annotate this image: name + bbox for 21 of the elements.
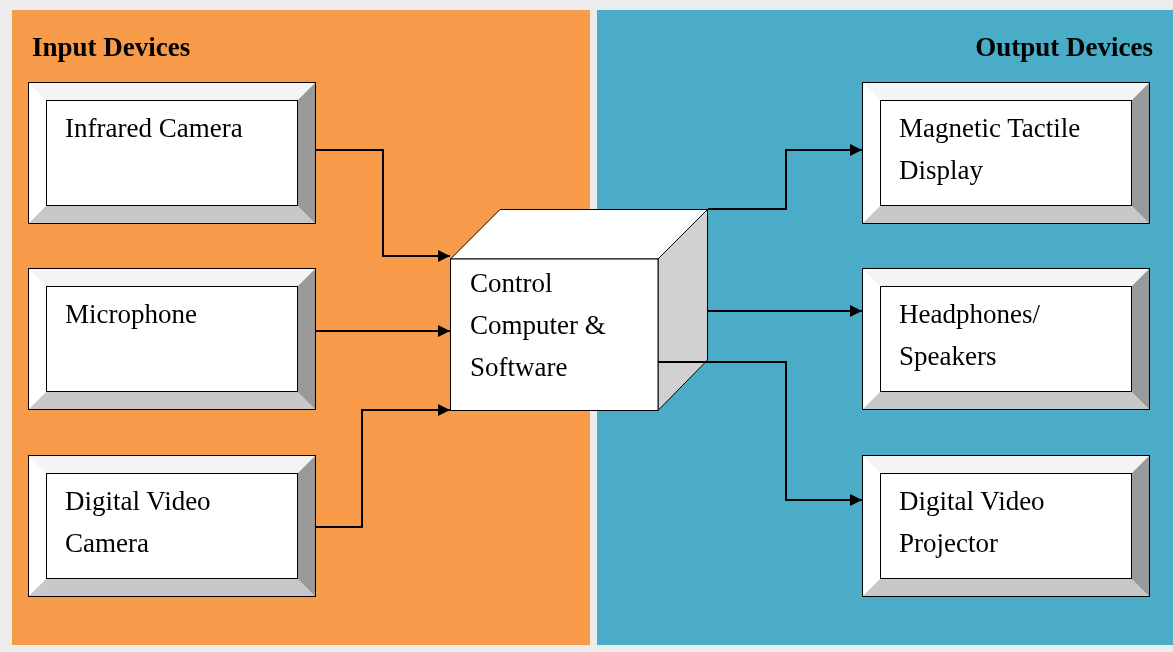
beveled-box [862, 82, 1150, 224]
arrow [315, 404, 451, 528]
arrow [707, 305, 863, 317]
arrow [315, 149, 451, 262]
box-label: Microphone [65, 298, 198, 331]
arrow [315, 325, 451, 337]
panel-heading: Input Devices [32, 32, 191, 63]
box-label: Infrared Camera [65, 112, 244, 145]
panel-heading: Output Devices [975, 32, 1153, 63]
box-label: Magnetic Tactile Display [899, 112, 1082, 187]
arrow [657, 361, 863, 506]
beveled-box [28, 82, 316, 224]
beveled-box [28, 268, 316, 410]
arrow [707, 144, 863, 210]
beveled-box [28, 455, 316, 597]
beveled-box [862, 268, 1150, 410]
box-label: Headphones/ Speakers [899, 298, 1041, 373]
box-label: Control Computer & Software [470, 267, 607, 384]
box-label: Digital Video Camera [65, 485, 212, 560]
box-label: Digital Video Projector [899, 485, 1046, 560]
beveled-box [862, 455, 1150, 597]
